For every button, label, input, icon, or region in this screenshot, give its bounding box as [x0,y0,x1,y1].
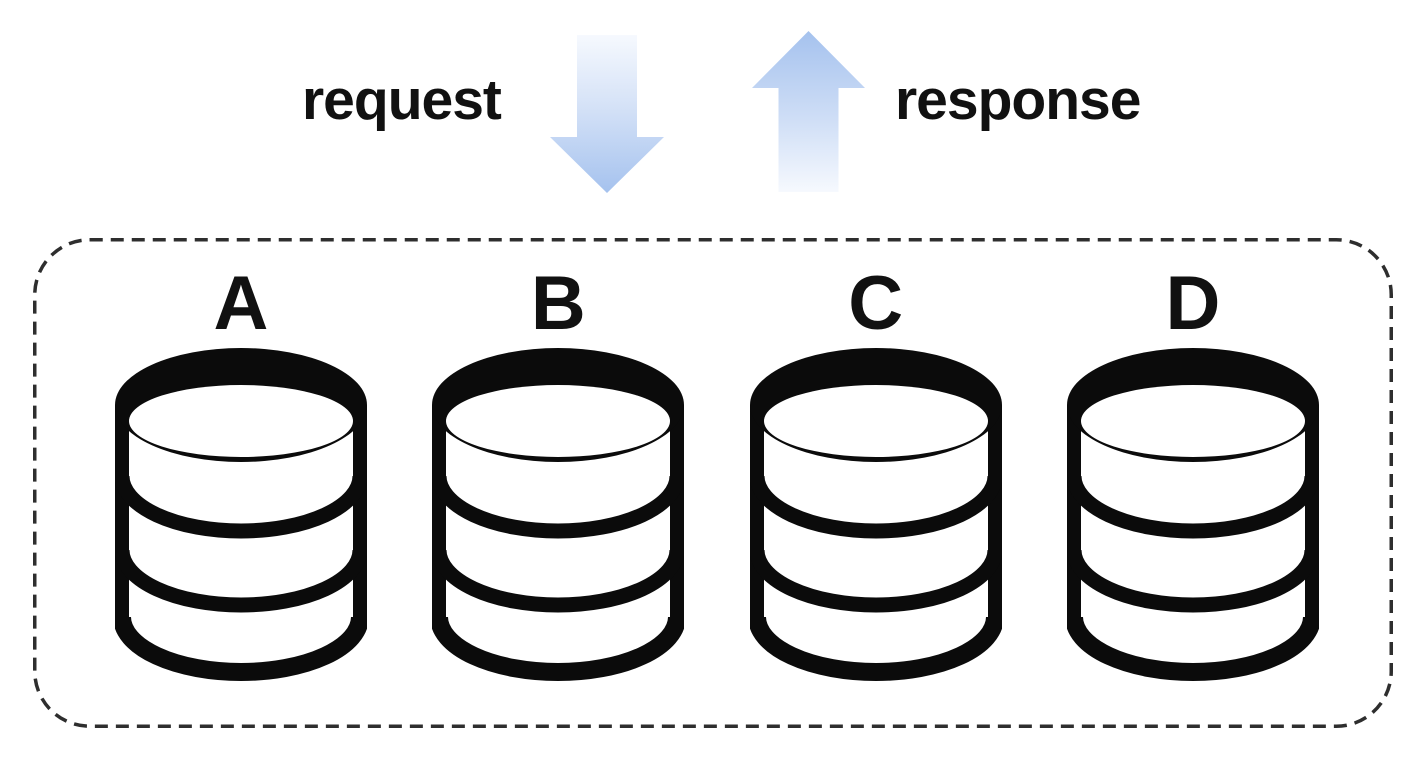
request-arrow-down-icon [550,35,664,193]
database-label: D [1165,261,1221,346]
request-label: request [302,68,502,132]
response-label: response [895,68,1141,132]
database-cluster-box: A B [33,238,1393,728]
database-label: B [530,261,586,346]
database-column-a: A [115,266,367,681]
database-cylinder-icon [749,348,1002,681]
database-cylinder-icon [432,348,685,681]
database-label: C [848,261,904,346]
database-column-c: C [749,261,1002,681]
response-arrow-up-icon [752,31,865,192]
dashed-border [33,238,1393,728]
database-row: A B [33,238,1393,728]
database-cylinder-icon [1066,348,1319,681]
database-column-b: B [432,261,685,681]
database-label: A [213,261,269,346]
database-column-d: D [1066,261,1319,681]
database-cylinder-icon [115,348,367,681]
